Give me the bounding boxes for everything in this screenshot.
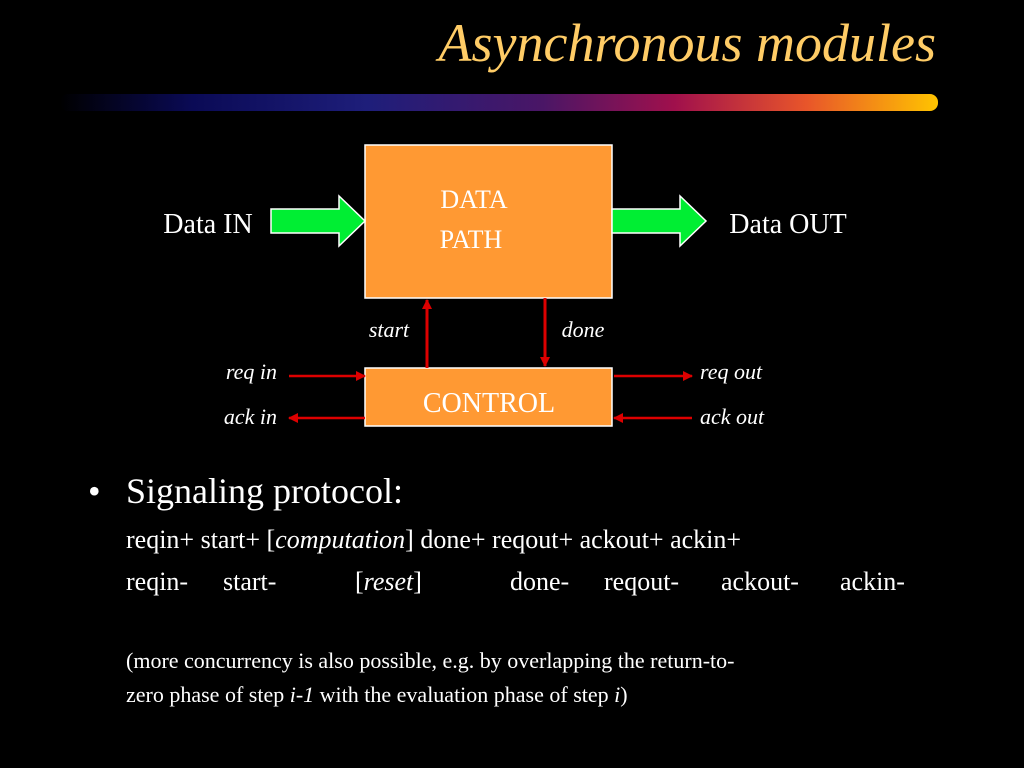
start-label: start <box>369 317 410 342</box>
data-in-arrow <box>270 194 367 248</box>
async-module-diagram: DATA PATH Data IN Data OUT CONTROL start… <box>163 144 847 429</box>
falling-ackout: ackout- <box>721 567 799 596</box>
ack-out-label: ack out <box>700 404 765 429</box>
falling-start: start- <box>223 567 277 596</box>
falling-reset: [reset] <box>355 567 422 597</box>
concurrency-note-line2: zero phase of step i-1 with the evaluati… <box>126 682 628 708</box>
datapath-label-line1: DATA <box>440 185 507 214</box>
slide-title: Asynchronous modules <box>438 13 936 73</box>
falling-reset-italic: reset <box>363 567 414 596</box>
falling-done: done- <box>510 567 570 596</box>
note2-part2: with the evaluation phase of step <box>314 682 615 707</box>
protocol-line-rising: reqin+ start+ [computation] done+ reqout… <box>126 525 741 555</box>
protocol-rising-italic: computation <box>275 525 406 554</box>
note2-part3: ) <box>620 682 628 707</box>
data-out-arrow <box>611 194 708 248</box>
falling-ackin: ackin- <box>840 567 905 596</box>
note2-part1: zero phase of step <box>126 682 290 707</box>
concurrency-note-line1: (more concurrency is also possible, e.g.… <box>126 648 735 673</box>
falling-reset-close: ] <box>413 567 422 596</box>
control-label: CONTROL <box>423 388 555 419</box>
data-in-label: Data IN <box>163 209 252 240</box>
protocol-rising-part1: reqin+ start+ [ <box>126 525 276 554</box>
protocol-rising-part2: ] done+ reqout+ ackout+ ackin+ <box>405 525 742 554</box>
note2-italic2: i <box>614 682 621 707</box>
control-block <box>364 367 613 427</box>
req-in-label: req in <box>226 359 277 384</box>
done-label: done <box>562 317 605 342</box>
title-underline <box>60 94 938 111</box>
ack-in-label: ack in <box>224 404 277 429</box>
datapath-block <box>364 144 613 299</box>
falling-reqin: reqin- <box>126 567 189 596</box>
bullet-marker: • <box>88 471 101 511</box>
note2-italic1: i-1 <box>289 682 315 707</box>
datapath-label-line2: PATH <box>440 225 503 254</box>
bullet-heading: Signaling protocol: <box>126 471 403 511</box>
req-out-label: req out <box>700 359 763 384</box>
falling-reqout: reqout- <box>604 567 680 596</box>
data-out-label: Data OUT <box>729 209 846 240</box>
falling-reset-open: [ <box>355 567 364 596</box>
